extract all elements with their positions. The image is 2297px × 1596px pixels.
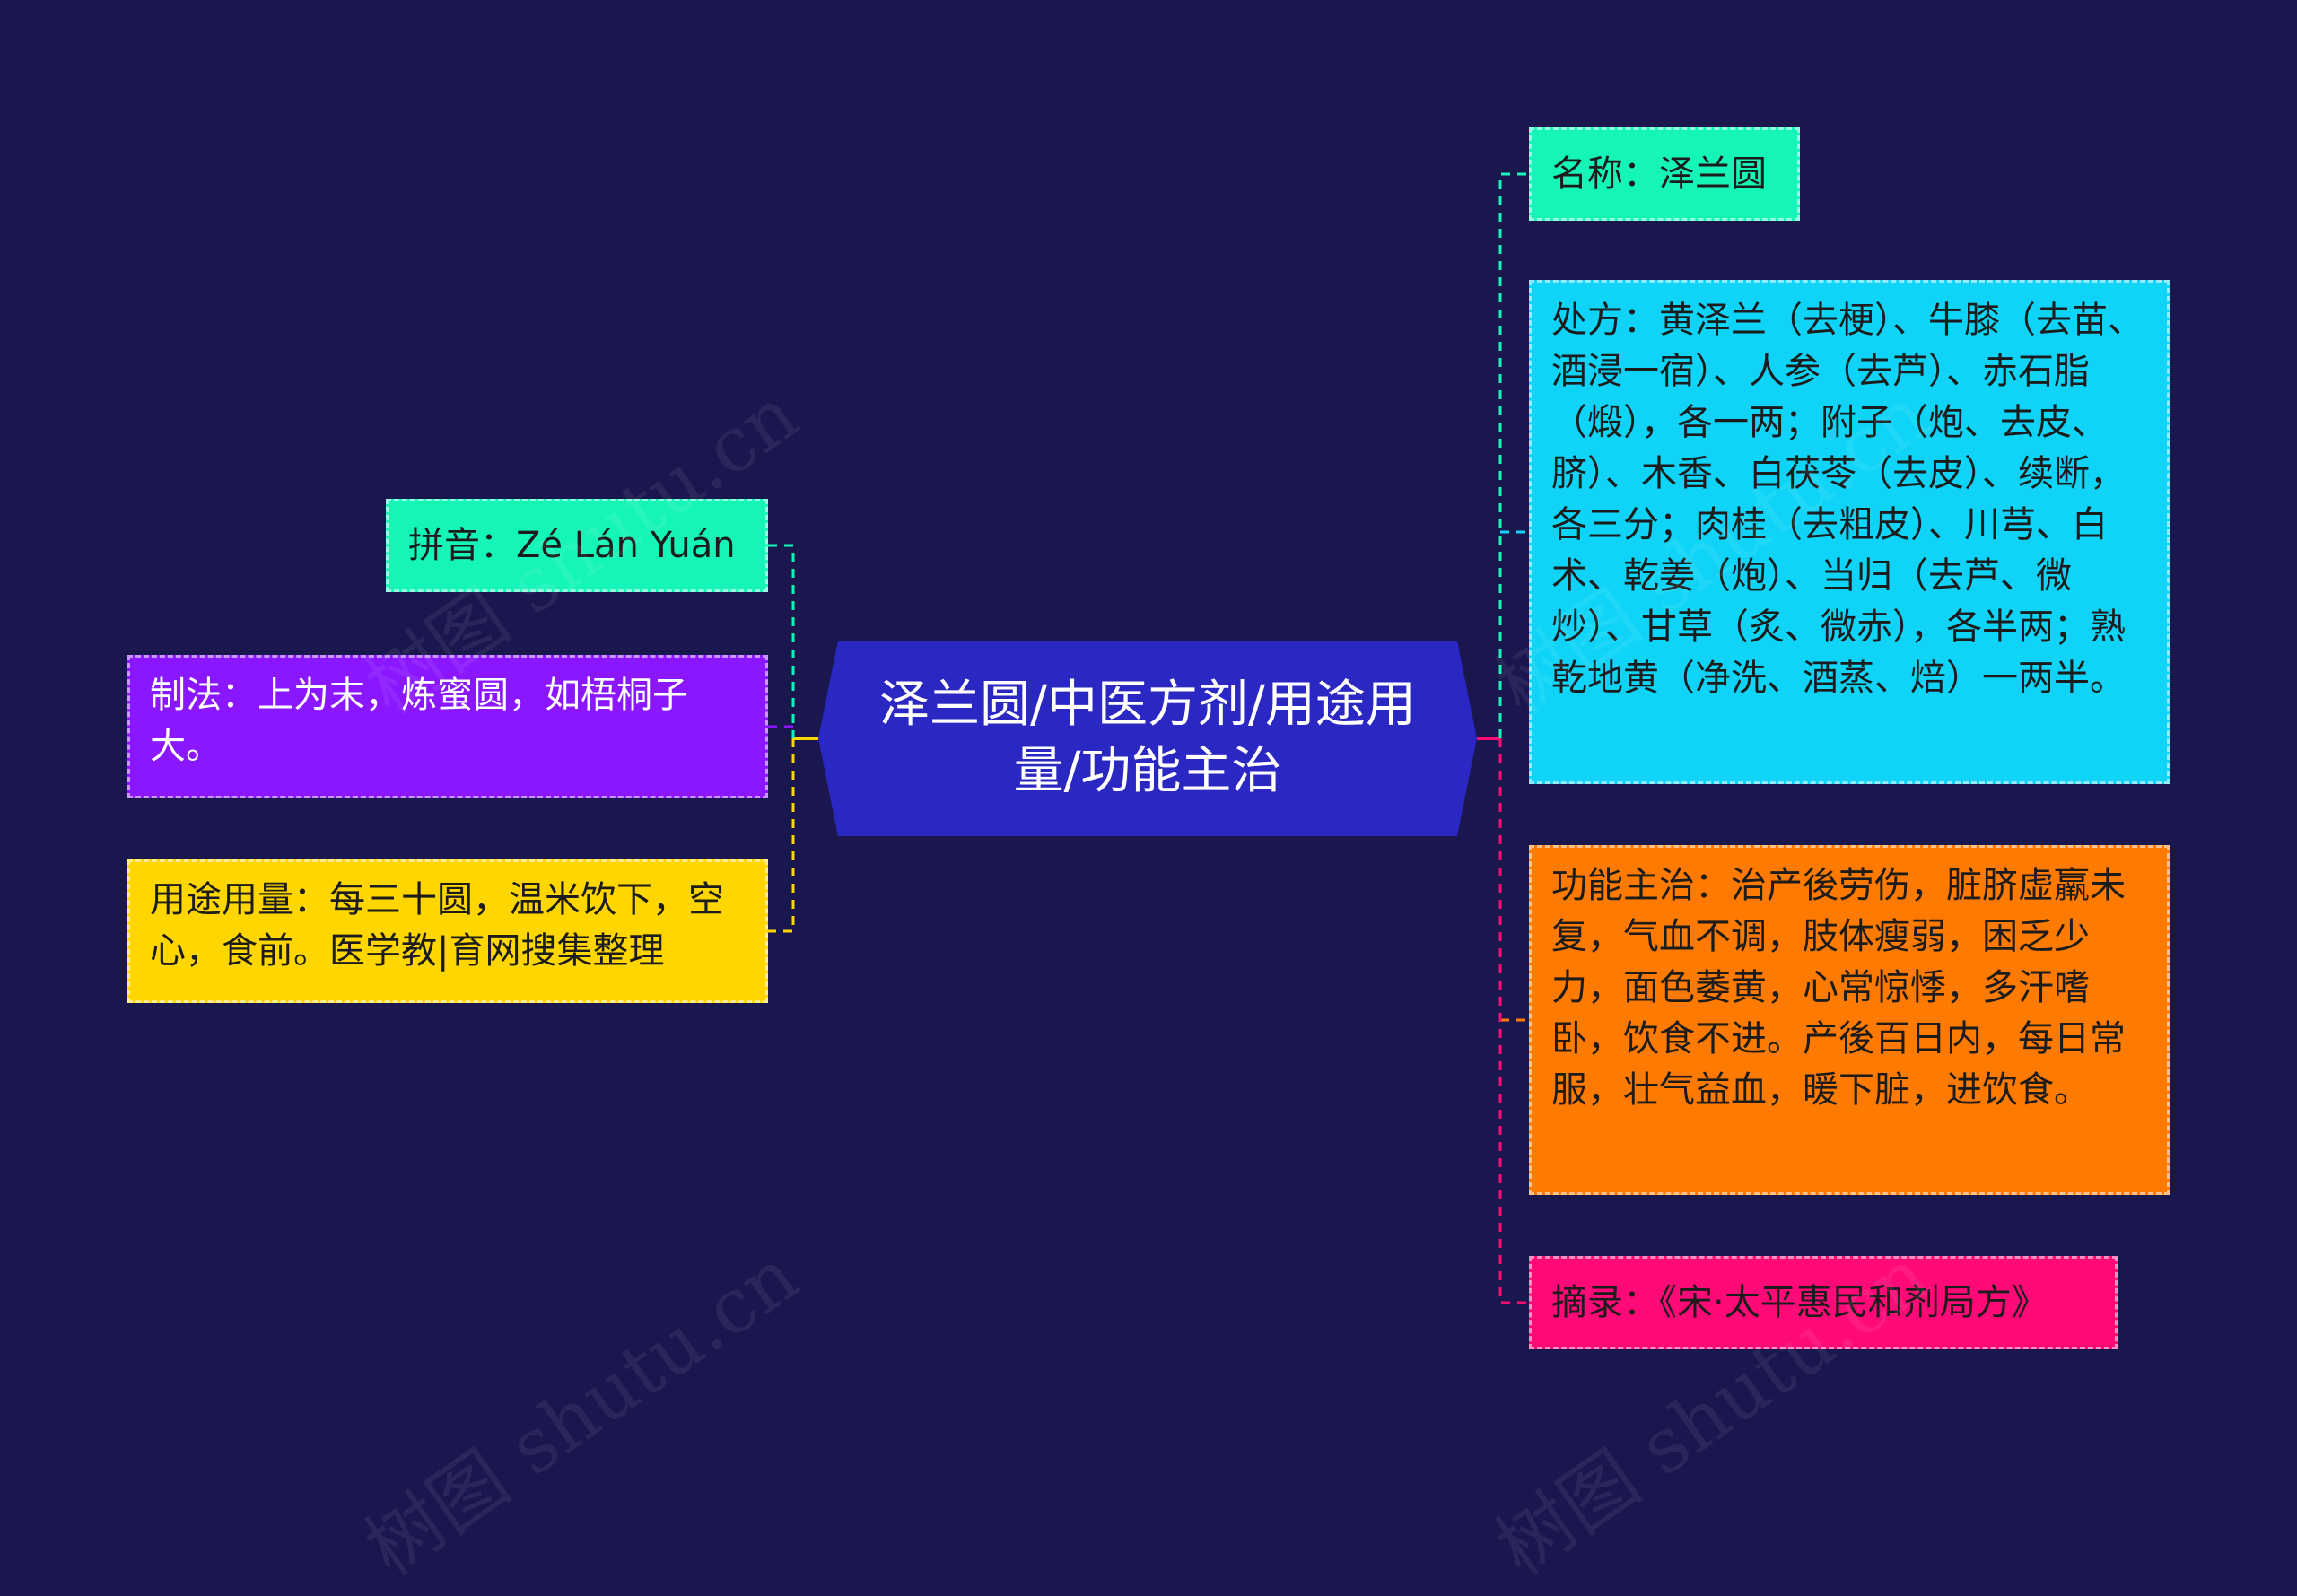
node-usage-text: 用途用量：每三十圆，温米饮下，空心，食前。医学教|育网搜集整理 bbox=[150, 879, 724, 972]
node-function-text: 功能主治：治产後劳伤，脏脐虚羸未复，气血不调，肢体瘦弱，困乏少力，面色萎黄，心常… bbox=[1551, 865, 2126, 1111]
node-recipe[interactable]: 处方：黄泽兰（去梗）、牛膝（去苗、酒浸一宿）、人参（去芦）、赤石脂（煅），各一两… bbox=[1529, 280, 2170, 784]
connector-source bbox=[1498, 738, 1529, 1304]
node-method-text: 制法：上为末，炼蜜圆，如梧桐子大。 bbox=[150, 675, 688, 767]
central-topic-shape bbox=[818, 641, 1477, 836]
central-topic[interactable]: 泽兰圆/中医方剂/用途用量/功能主治 bbox=[818, 641, 1477, 836]
node-source-text: 摘录：《宋·太平惠民和剂局方》 bbox=[1551, 1281, 2048, 1323]
node-pinyin[interactable]: 拼音：Zé Lán Yuán bbox=[386, 499, 768, 592]
connector-name bbox=[1498, 172, 1529, 738]
connector-usage bbox=[768, 738, 795, 933]
mind-map-canvas: 泽兰圆/中医方剂/用途用量/功能主治 拼音：Zé Lán Yuán 制法：上为末… bbox=[127, 127, 2170, 1592]
node-function[interactable]: 功能主治：治产後劳伤，脏脐虚羸未复，气血不调，肢体瘦弱，困乏少力，面色萎黄，心常… bbox=[1529, 845, 2170, 1195]
node-name-text: 名称：泽兰圆 bbox=[1551, 153, 1767, 195]
node-pinyin-text: 拼音：Zé Lán Yuán bbox=[408, 524, 736, 566]
connector-pinyin bbox=[768, 544, 795, 738]
node-method[interactable]: 制法：上为末，炼蜜圆，如梧桐子大。 bbox=[127, 655, 768, 798]
central-topic-title: 泽兰圆/中医方剂/用途用量/功能主治 bbox=[879, 676, 1416, 800]
node-source[interactable]: 摘录：《宋·太平惠民和剂局方》 bbox=[1529, 1256, 2118, 1349]
node-usage[interactable]: 用途用量：每三十圆，温米饮下，空心，食前。医学教|育网搜集整理 bbox=[127, 859, 768, 1003]
node-recipe-text: 处方：黄泽兰（去梗）、牛膝（去苗、酒浸一宿）、人参（去芦）、赤石脂（煅），各一两… bbox=[1551, 300, 2144, 699]
node-name[interactable]: 名称：泽兰圆 bbox=[1529, 127, 1800, 221]
connector-lines bbox=[768, 172, 1529, 1304]
